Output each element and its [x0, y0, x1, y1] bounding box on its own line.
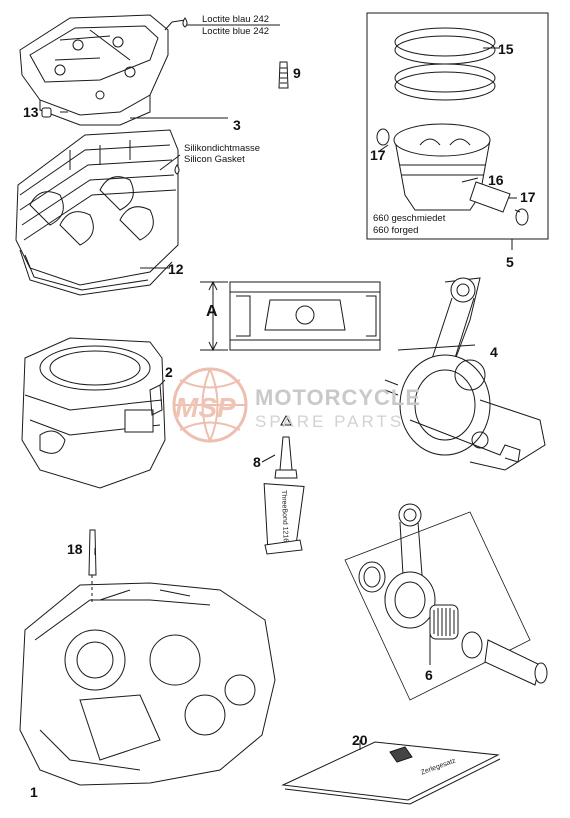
callout-17b: 17 [520, 189, 536, 205]
loctite-note-en: Loctite blue 242 [202, 26, 270, 37]
callout-4: 4 [490, 344, 498, 360]
plug-part [41, 107, 52, 118]
dimension-a: A [206, 303, 218, 320]
callout-20: 20 [352, 732, 368, 748]
callout-17a: 17 [370, 147, 386, 163]
callout-2: 2 [165, 364, 173, 380]
connecting-rod-kit [344, 503, 548, 701]
crankcase [19, 582, 276, 786]
watermark-subtitle: SPARE PARTS [255, 412, 405, 431]
gasket-note-de: Silikondichtmasse [184, 143, 261, 154]
callout-5: 5 [506, 254, 514, 270]
screw-part [278, 61, 289, 89]
loctite-note-de: Loctite blau 242 [202, 14, 270, 25]
gasket-note-en: Silicon Gasket [184, 154, 245, 165]
watermark-logo-text: MSP [175, 392, 236, 423]
circlip-left [376, 128, 390, 146]
watermark-title: MOTORCYCLE [255, 385, 422, 410]
callout-12: 12 [168, 261, 184, 277]
head-gasket [19, 249, 173, 296]
cylinder-section [200, 280, 381, 352]
circlip-right [515, 208, 529, 226]
piston-note-en: 660 forged [373, 225, 419, 236]
repair-manual [281, 741, 501, 805]
cylinder-head-cover [19, 14, 186, 126]
callout-8: 8 [253, 454, 261, 470]
callout-9: 9 [293, 65, 301, 81]
callout-13: 13 [23, 104, 39, 120]
callout-16: 16 [488, 172, 504, 188]
piston-pin [469, 181, 511, 213]
cylinder-head [15, 129, 179, 286]
callout-6: 6 [425, 667, 433, 683]
piston [393, 123, 491, 211]
crankshaft [384, 277, 546, 471]
callout-15: 15 [498, 41, 514, 57]
cylinder [21, 337, 166, 489]
piston-kit-box [366, 12, 549, 240]
piston-rings [394, 27, 496, 101]
watermark-logo-icon [172, 367, 248, 444]
stud-part [88, 529, 97, 576]
piston-note-de: 660 geschmiedet [373, 213, 446, 224]
callout-3: 3 [233, 117, 241, 133]
threebond-tube [263, 414, 305, 555]
callout-18: 18 [67, 541, 83, 557]
callout-1: 1 [30, 784, 38, 800]
